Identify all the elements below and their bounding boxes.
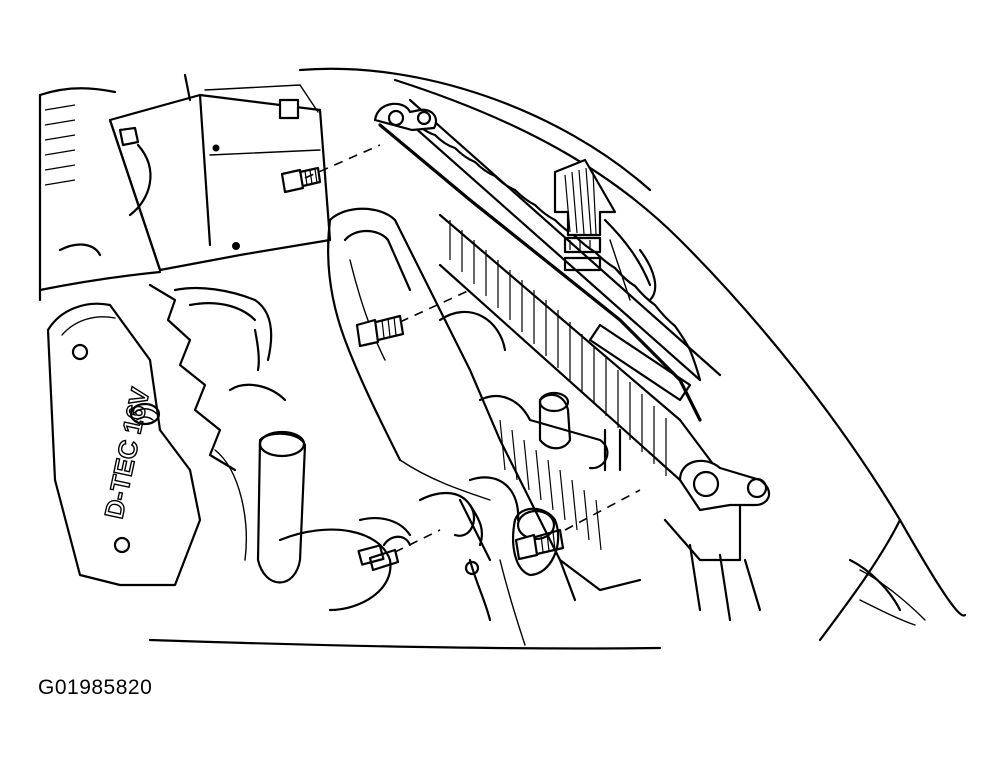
- fan-bracket: [458, 395, 642, 646]
- bolt-icon: [280, 144, 381, 194]
- harness-connector: [357, 492, 492, 622]
- battery: [44, 73, 332, 272]
- coolant-hoses: [58, 243, 392, 612]
- fender-details: [603, 218, 916, 626]
- radiator: [373, 98, 771, 622]
- daewoo-emblem-icon: [129, 402, 161, 426]
- bolt-icon: [514, 489, 641, 561]
- engine-bay-outline: [38, 67, 967, 650]
- figure-id-label: G01985820: [38, 676, 153, 699]
- mounting-bolts: [280, 144, 641, 572]
- engine-cover-label: D-TEC 16V: [99, 384, 156, 521]
- engine-cover: D-TEC 16V: [46, 283, 237, 587]
- bolt-icon: [368, 529, 441, 572]
- fan-shroud: [327, 207, 577, 602]
- up-arrow-icon: [553, 158, 617, 272]
- bolt-icon: [355, 289, 471, 348]
